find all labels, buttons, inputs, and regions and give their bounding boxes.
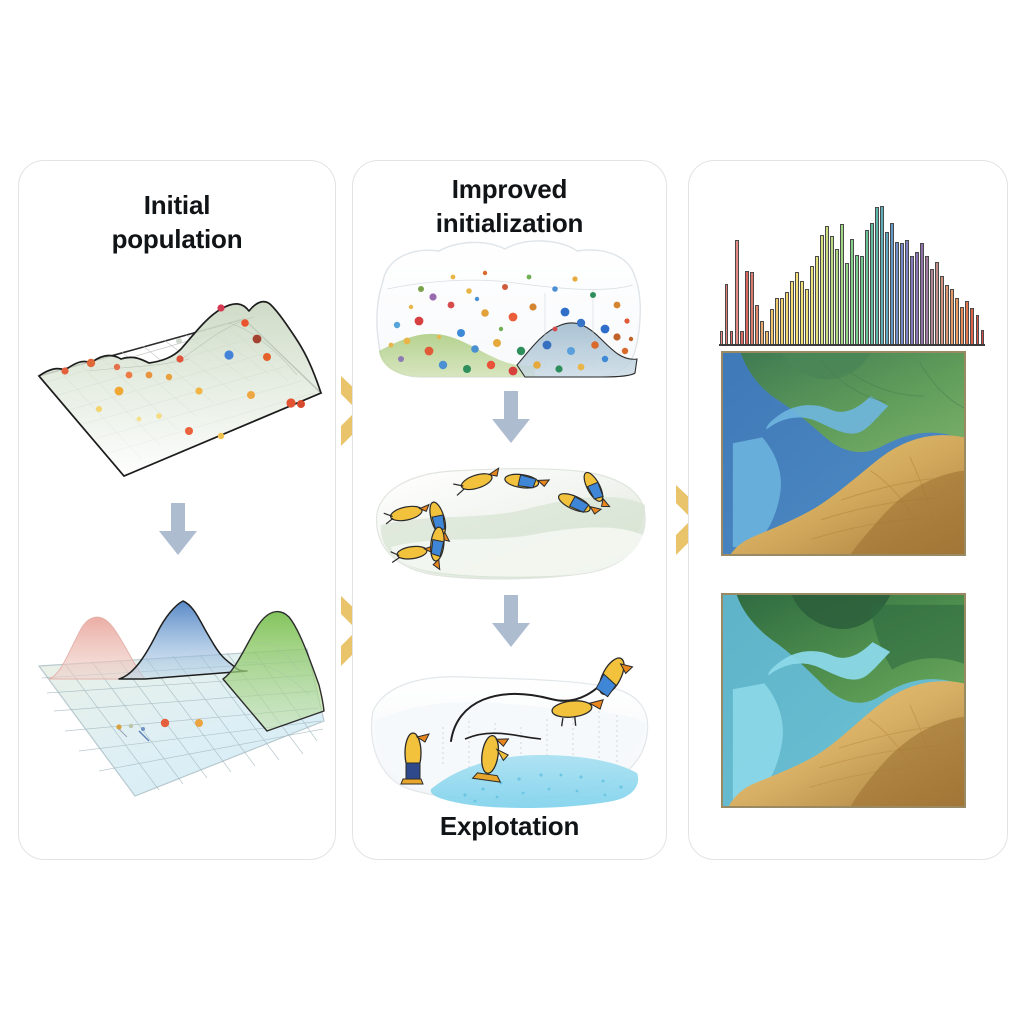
histogram-bar xyxy=(850,238,854,344)
panel-improved-initialization[interactable]: Improved initialization xyxy=(352,160,667,860)
histogram-bar xyxy=(915,251,920,344)
histogram-bar xyxy=(875,207,880,344)
histogram-bar xyxy=(870,223,875,344)
terrain-heightmap-one xyxy=(721,351,966,556)
histogram-bar xyxy=(890,223,895,344)
surface-plot-multimodal-landscape xyxy=(27,571,327,811)
histogram-bar xyxy=(809,266,814,344)
histogram-bar xyxy=(900,243,905,344)
agents-descending-to-basin xyxy=(365,643,657,823)
histogram-bar xyxy=(980,329,985,344)
histogram-bar xyxy=(905,240,910,344)
histogram-bar xyxy=(814,256,819,344)
histogram-bars xyxy=(719,196,985,344)
histogram-bar xyxy=(764,331,769,344)
histogram-bar xyxy=(940,276,945,344)
histogram-bar xyxy=(804,289,809,344)
histogram-bar xyxy=(769,309,774,344)
histogram-bar xyxy=(829,236,834,344)
histogram-bar xyxy=(834,248,839,344)
agents-exploring-terrain xyxy=(367,447,655,597)
histogram-bar xyxy=(749,272,754,344)
histogram-bar xyxy=(975,315,980,344)
histogram-bar xyxy=(840,224,844,344)
histogram-bar xyxy=(860,256,864,344)
histogram-bar xyxy=(970,308,975,344)
histogram-bar xyxy=(945,284,950,344)
histogram-bar xyxy=(880,205,885,344)
histogram-bar xyxy=(739,331,744,344)
histogram-bar xyxy=(819,234,824,344)
histogram-bar xyxy=(754,305,759,344)
histogram-bar xyxy=(729,331,734,344)
histogram-bar xyxy=(925,256,930,344)
histogram-bar xyxy=(779,297,784,344)
panel-title-initial-population: Initial population xyxy=(111,190,243,254)
histogram-bar xyxy=(794,272,799,344)
histogram-bar xyxy=(930,269,935,344)
histogram-bar xyxy=(920,243,925,344)
down-arrow-icon-mid-2 xyxy=(489,593,533,649)
histogram-bar xyxy=(845,263,849,344)
histogram-bar xyxy=(935,261,940,344)
histogram-bar xyxy=(824,225,829,344)
histogram-bar xyxy=(724,283,729,344)
histogram-bar xyxy=(865,230,869,344)
surface-plot-initial-population xyxy=(29,271,329,491)
terrain-heightmap-two xyxy=(721,593,966,808)
down-arrow-icon-mid-1 xyxy=(489,389,533,445)
panel-footer-exploitation: Explotation xyxy=(439,811,580,841)
histogram-bar xyxy=(799,280,804,344)
panel-initial-population[interactable]: Initial population xyxy=(18,160,336,860)
histogram-bar xyxy=(910,256,915,344)
panel-results[interactable] xyxy=(688,160,1008,860)
rainbow-histogram xyxy=(719,196,985,346)
histogram-bar xyxy=(734,240,739,344)
histogram-bar xyxy=(885,231,890,344)
histogram-bar xyxy=(855,254,859,344)
histogram-bar xyxy=(789,280,794,344)
histogram-bar xyxy=(784,292,789,344)
histogram-bar xyxy=(960,306,965,344)
histogram-bar xyxy=(759,320,764,344)
histogram-bar xyxy=(965,300,970,344)
histogram-bar xyxy=(719,331,724,344)
histogram-bar xyxy=(744,270,749,344)
down-arrow-icon-left xyxy=(156,501,200,557)
scatter-seeded-population xyxy=(365,233,655,403)
histogram-bar xyxy=(955,297,960,344)
panel-title-improved-initialization: Improved initialization xyxy=(435,174,584,238)
histogram-bar xyxy=(950,289,955,344)
histogram-bar xyxy=(895,241,900,344)
histogram-bar xyxy=(774,297,779,344)
histogram-baseline xyxy=(719,344,985,346)
